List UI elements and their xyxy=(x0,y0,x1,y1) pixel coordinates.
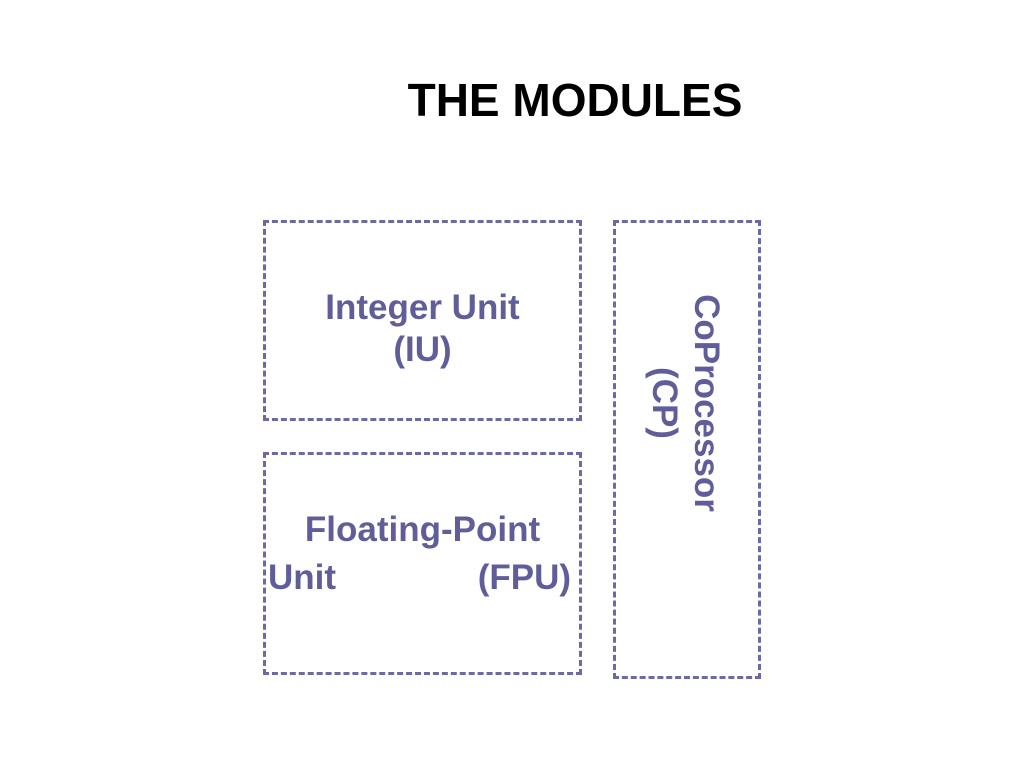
integer-unit-name: Integer Unit xyxy=(325,288,520,327)
coprocessor-box: CoProcessor (CP) xyxy=(613,220,761,679)
slide-title: THE MODULES xyxy=(407,74,743,126)
fpu-name-line2: Unit (FPU) xyxy=(268,557,571,599)
integer-unit-box: Integer Unit (IU) xyxy=(263,220,582,421)
coprocessor-abbrev: (CP) xyxy=(645,366,684,439)
floating-point-unit-box: Floating-Point Unit (FPU) xyxy=(263,452,582,675)
integer-unit-label: Integer Unit (IU) xyxy=(266,287,579,371)
fpu-unit-word: Unit xyxy=(268,558,337,597)
fpu-name-line1: Floating-Point xyxy=(304,510,541,549)
integer-unit-abbrev: (IU) xyxy=(393,330,452,369)
coprocessor-label: CoProcessor (CP) xyxy=(637,253,733,553)
fpu-abbrev: (FPU) xyxy=(477,558,571,597)
coprocessor-name: CoProcessor xyxy=(687,293,726,512)
